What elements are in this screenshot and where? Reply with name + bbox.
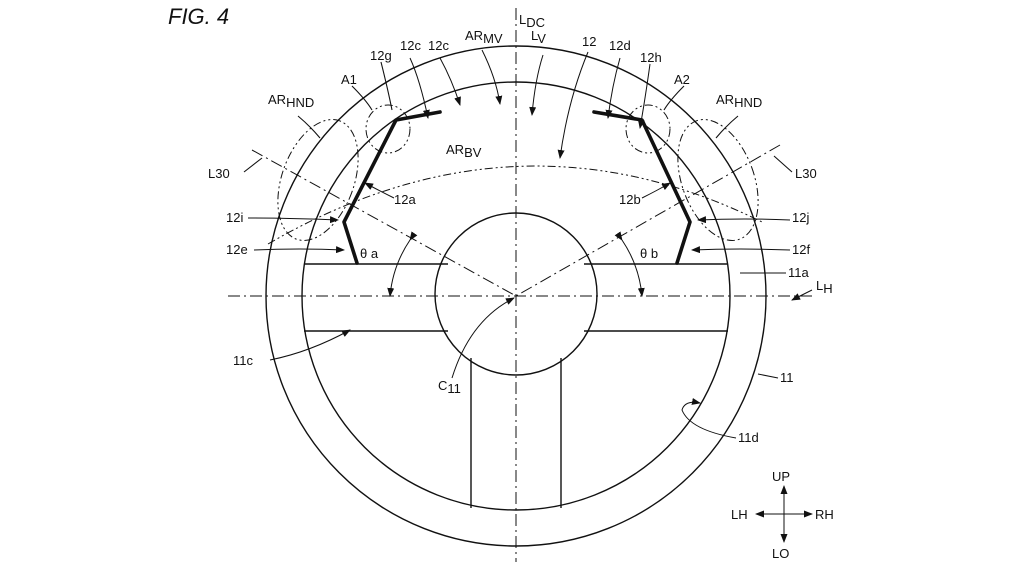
label-AR-HND-right: ARHND	[716, 92, 762, 110]
leader-A2	[663, 85, 685, 111]
leader-L30-left	[243, 157, 263, 173]
label-AR-BV: ARBV	[446, 142, 482, 160]
leader-12i	[247, 216, 339, 224]
label-C11: C11	[438, 378, 461, 396]
compass-right-label: RH	[815, 507, 834, 522]
boundary-line-LV	[267, 165, 763, 245]
leader-lines	[243, 49, 813, 439]
label-12g: 12g	[370, 48, 392, 63]
label-12a: 12a	[394, 192, 416, 207]
leader-L30-right	[773, 155, 793, 173]
leader-12e	[253, 246, 345, 254]
label-12i: 12i	[226, 210, 243, 225]
leader-C11	[451, 297, 515, 379]
leader-11	[757, 373, 779, 379]
label-12b: 12b	[619, 192, 641, 207]
leader-12-top	[557, 51, 589, 159]
reference-lines	[228, 8, 812, 562]
label-11d: 11d	[738, 430, 759, 445]
leader-LV	[529, 54, 544, 116]
left-spoke	[304, 263, 448, 332]
label-LDC: LDC	[519, 12, 545, 30]
leader-AR-MV	[481, 49, 503, 105]
label-LH: LH	[816, 278, 833, 296]
spokes	[304, 263, 728, 508]
label-theta-b: θ b	[640, 246, 658, 261]
label-12e: 12e	[226, 242, 248, 257]
leader-AR-HND-right	[715, 115, 739, 139]
leader-12g	[380, 61, 393, 111]
leader-A1	[351, 85, 373, 111]
leader-12c-b	[439, 57, 461, 106]
leader-12d	[605, 57, 621, 119]
region-A1	[365, 104, 411, 154]
label-11: 11	[780, 370, 794, 385]
leader-12b	[641, 182, 671, 199]
label-12j: 12j	[792, 210, 809, 225]
compass-left-label: LH	[731, 507, 748, 522]
region-AR-HND-right	[677, 119, 759, 241]
label-L30-right: L30	[795, 166, 817, 181]
compass-down-label: LO	[772, 546, 789, 561]
angle-arc-theta-a	[387, 231, 418, 297]
right-spoke	[584, 263, 728, 332]
light-bars	[342, 110, 692, 265]
leader-11d	[681, 398, 737, 439]
leader-12a	[364, 182, 395, 199]
angle-arc-theta-b	[614, 231, 645, 297]
left-light-bar-12a	[342, 110, 442, 265]
label-12-top: 12	[582, 34, 596, 49]
leader-12f	[691, 246, 791, 254]
label-theta-a: θ a	[360, 246, 379, 261]
angle-arcs	[387, 231, 645, 297]
label-12c-b: 12c	[428, 38, 449, 53]
region-A2	[625, 104, 671, 154]
diagram-labels: LDC ARMV LV 12 12c 12c 12g 12d 12h A1 A2…	[208, 12, 833, 445]
region-AR-HND-left	[277, 119, 359, 241]
label-LV: LV	[531, 28, 546, 46]
label-A1: A1	[341, 72, 357, 87]
leader-12c-a	[409, 57, 430, 119]
direction-compass: UP LO LH RH	[731, 469, 834, 561]
label-12d: 12d	[609, 38, 631, 53]
label-11c: 11c	[233, 353, 253, 368]
figure-title: FIG. 4	[168, 4, 230, 29]
line-L30-left	[251, 149, 517, 297]
leader-11c	[269, 329, 351, 361]
right-light-bar-12b	[592, 110, 692, 265]
lower-spoke	[470, 358, 562, 508]
line-L30-right	[515, 144, 781, 297]
leader-LH	[791, 289, 813, 301]
label-12c-a: 12c	[400, 38, 421, 53]
label-11a: 11a	[788, 265, 809, 280]
label-AR-MV: ARMV	[465, 28, 503, 46]
leader-AR-HND-left	[297, 115, 321, 139]
leader-12h	[637, 63, 651, 129]
regions	[277, 104, 759, 241]
label-12h: 12h	[640, 50, 662, 65]
compass-up-label: UP	[772, 469, 790, 484]
label-L30-left: L30	[208, 166, 230, 181]
leader-12j	[697, 216, 791, 224]
label-A2: A2	[674, 72, 690, 87]
label-AR-HND-left: ARHND	[268, 92, 314, 110]
label-12f: 12f	[792, 242, 810, 257]
